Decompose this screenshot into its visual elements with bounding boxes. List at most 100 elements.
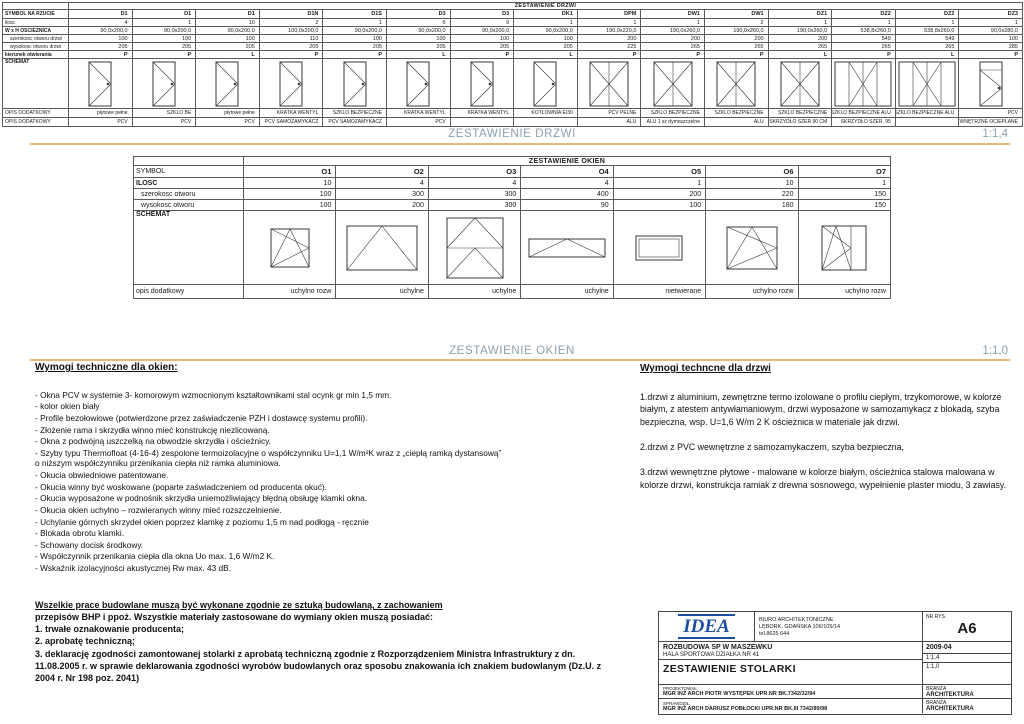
door-symbol: D1N [259, 10, 324, 19]
door-note-2: PCV [132, 118, 197, 127]
door-note-1: SZKLO BEZPIECZNE [704, 109, 769, 118]
window-opening-width: 300 [336, 189, 429, 200]
requirement-paragraph: 2.drzwi z PVC wewnętrzne z samozamykacze… [640, 441, 905, 452]
project-name: ROZBUDOWA SP W MASZEWKU [663, 644, 773, 651]
windows-row-label: wysokosc otworu [134, 200, 244, 211]
requirement-item: - Okucia winny być woskowane (poparte za… [35, 481, 327, 492]
branch-label: BRANŻA [926, 700, 947, 706]
window-schematic [706, 211, 799, 285]
door-note-2: SKRZYDŁO SZER. 95 [832, 118, 896, 127]
door-symbol: DW1 [641, 10, 705, 19]
door-count: 1 [323, 19, 387, 27]
single-door-schematic-icon [88, 61, 112, 107]
door-note-1: SZKLO BEZPIECZNE ALU [895, 109, 960, 118]
windows-row-label: SCHEMAT [134, 211, 244, 285]
door-swing-direction: P [132, 51, 197, 59]
door-frame-size: 538,8x260,0 [895, 27, 960, 35]
door-note-2: PCV [69, 118, 133, 127]
door-schematic [641, 59, 705, 109]
window-count: 1 [613, 178, 707, 189]
designer-branch-cell: BRANŻA ARCHITEKTURA [923, 685, 1011, 698]
door-swing-direction: L [386, 51, 451, 59]
door-opening-width: 100 [132, 35, 197, 43]
window-schematic [798, 211, 891, 285]
door-note-1: PCV PELNE [577, 109, 642, 118]
door-note-2 [514, 118, 578, 127]
door-schematic [704, 59, 769, 109]
door-schematic [196, 59, 260, 109]
door-note-2: PCV SAMOZAMYKACZ [323, 118, 387, 127]
door-opening-width: 100 [386, 35, 451, 43]
door-opening-width: 200 [704, 35, 769, 43]
window-opening-width: 300 [428, 189, 522, 200]
door-schematic [69, 59, 133, 109]
windows-requirements-section: Wymogi techniczne dla okien: - Okna PCV … [35, 362, 507, 575]
single-door-schematic-icon [343, 61, 367, 107]
door-note-1: KRATKA WENTYL [386, 109, 451, 118]
office-address-line: BIURO ARCHITEKTONICZNE [759, 616, 834, 623]
door-count: 1 [832, 19, 896, 27]
door-opening-width: 100 [450, 35, 515, 43]
door-opening-height: 265 [832, 43, 896, 51]
window-schematic [613, 211, 707, 285]
window-opening-width: 100 [244, 189, 337, 200]
office-address: BIURO ARCHITEKTONICZNE LĘBORK, GDAŃSKA 1… [755, 612, 923, 641]
doors-row-label: OPIS DODATKOWY [3, 109, 69, 118]
single-door-schematic-icon [406, 61, 430, 107]
requirement-item: - Okna PCV w systemie 3- komorowym wzmoc… [35, 389, 392, 400]
checker-license: UPR.NR BK.III 7342/89/98 [761, 705, 828, 712]
door-swing-direction: L [895, 51, 960, 59]
requirement-item: - Okucia okien uchylno – rozwieranych wi… [35, 504, 282, 515]
window-opening-width: 150 [798, 189, 891, 200]
window-count: 4 [521, 178, 614, 189]
door-count: 1 [895, 19, 960, 27]
double-door-schematic-icon [589, 61, 629, 107]
doors-row-label: SCHEMAT [3, 59, 69, 109]
door-schematic [895, 59, 960, 109]
drawing-date: 2009-04 [923, 642, 1011, 654]
door-opening-width: 200 [641, 35, 705, 43]
split-tilt-turn-window-schematic-icon [821, 225, 867, 270]
door-frame-size: 90,0x200,0 [132, 27, 197, 35]
doors-row-label: W x H OSCIEZNICA [3, 27, 69, 35]
window-count: 10 [244, 178, 337, 189]
window-opening-type: uchylno rozw [244, 285, 337, 299]
construction-note-line2: przepisów BHP i ppoż. Wszystkie materiał… [35, 612, 433, 623]
door-note-1: SZKLO BEZPIECZNE [641, 109, 705, 118]
door-count: 4 [69, 19, 133, 27]
door-count: 10 [196, 19, 260, 27]
construction-note-line1: Wszelkie prace budowlane muszą być wykon… [35, 600, 443, 610]
door-opening-height: 205 [450, 43, 515, 51]
short-tilt-window-schematic-icon [528, 238, 606, 257]
idea-logo-text: IDEA [678, 614, 735, 639]
door-frame-size: 190,0x260,0 [641, 27, 705, 35]
door-swing-direction: P [704, 51, 769, 59]
requirement-item: - Wskaźnik izolacyjności akustycznej Rw … [35, 562, 231, 573]
window-count: 10 [706, 178, 799, 189]
designer-name: MGR INŻ ARCH PIOTR WYSTĘPEK UPR.NR BK.73… [663, 691, 918, 697]
requirement-item: - Okucia wyposażone w podnośnik skrzydła… [35, 493, 368, 504]
doors-section-title: ZESTAWIENIE DRZWI [448, 128, 576, 140]
single-door-schematic-icon [215, 61, 239, 107]
doors-row-label: kierunek otwierania [3, 51, 69, 59]
branch-label: BRANŻA [926, 685, 947, 692]
door-frame-size: 90,0x200,0 [514, 27, 578, 35]
branch-value: ARCHITEKTURA [926, 706, 974, 712]
door-opening-width: 200 [577, 35, 642, 43]
door-note-2: PCV [386, 118, 451, 127]
door-swing-direction: P [323, 51, 387, 59]
door-frame-size: 190,0x260,0 [768, 27, 833, 35]
door-opening-height: 205 [259, 43, 324, 51]
drawing-title: ZESTAWIENIE STOLARKI [663, 663, 796, 675]
doors-section-scale: 1:1,4 [982, 128, 1008, 140]
door-opening-height: 205 [386, 43, 451, 51]
door-swing-direction: L [196, 51, 260, 59]
footer-note-item: 2. aprobatę techniczną; [35, 636, 136, 647]
doors-section-rule [30, 143, 1010, 145]
door-note-1: KRATKA WENTYL [450, 109, 515, 118]
window-opening-height: 100 [244, 200, 337, 211]
windows-row-label: opis dodatkowy [134, 285, 244, 299]
window-schematic [428, 211, 522, 285]
fixed-window-schematic-icon [635, 235, 683, 260]
